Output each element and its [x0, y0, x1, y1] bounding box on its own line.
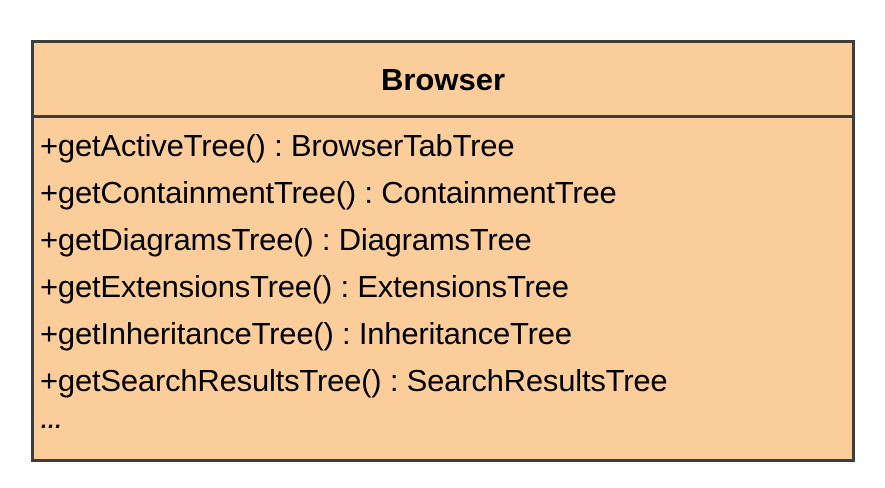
operations-continuation-label: ...: [41, 408, 63, 433]
operation-row: +getInheritanceTree() : InheritanceTree: [40, 316, 572, 351]
operations-compartment: +getActiveTree() : BrowserTabTree +getCo…: [34, 118, 852, 438]
operation-row: +getSearchResultsTree() : SearchResultsT…: [40, 363, 668, 398]
operation-row: +getActiveTree() : BrowserTabTree: [40, 128, 515, 163]
operation-row: +getDiagramsTree() : DiagramsTree: [40, 222, 532, 257]
operation-row: +getContainmentTree() : ContainmentTree: [40, 175, 617, 210]
uml-class-box-browser[interactable]: Browser +getActiveTree() : BrowserTabTre…: [31, 40, 855, 462]
operation-row: +getExtensionsTree() : ExtensionsTree: [40, 269, 569, 304]
class-name-compartment: Browser: [34, 43, 852, 118]
class-name-label: Browser: [380, 61, 506, 97]
